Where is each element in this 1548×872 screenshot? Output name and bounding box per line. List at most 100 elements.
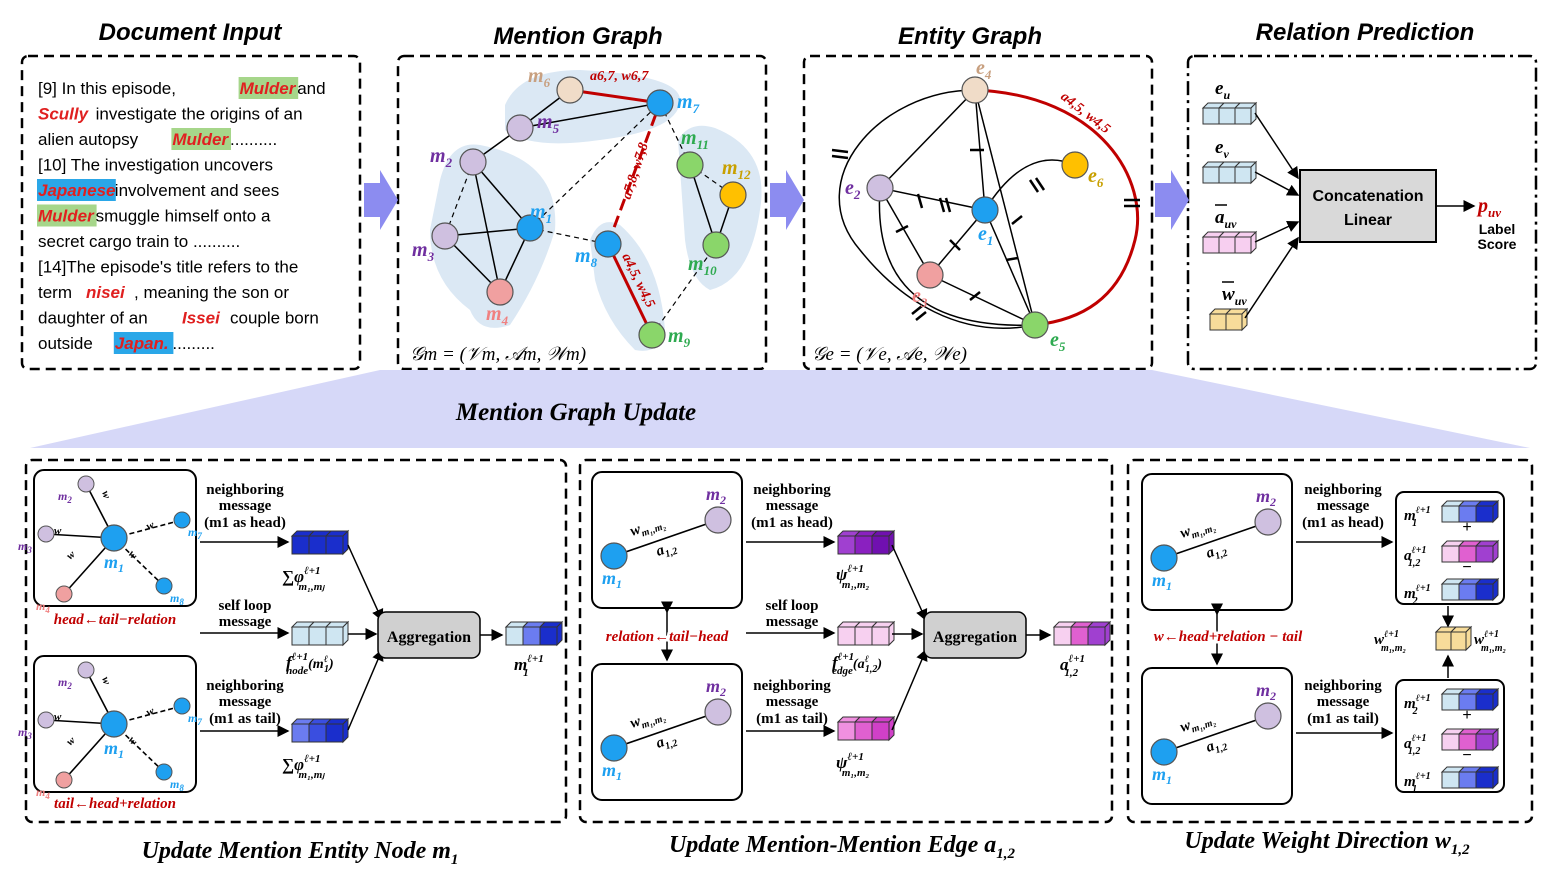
input-label: auv — [1215, 207, 1237, 231]
msg-label: self loop — [219, 598, 272, 614]
node-m8 — [594, 230, 622, 258]
msg-label: message — [219, 694, 272, 710]
vector-icon — [836, 715, 896, 742]
arrow-mention-to-entity — [770, 170, 804, 230]
neighbor-label: m2 — [58, 489, 72, 505]
doc-text-segment: term — [38, 283, 72, 302]
msg-label: message — [766, 614, 819, 630]
vector-icon — [1440, 765, 1500, 790]
label-m2: m2 — [430, 145, 453, 170]
vector-icon — [836, 529, 896, 556]
edge-weight-label: w — [99, 676, 113, 687]
title-relation-prediction: Relation Prediction — [1256, 19, 1475, 46]
edge-weight-label: w — [54, 525, 62, 537]
edge-weight-label: w — [145, 519, 157, 533]
doc-text-segment: Scully — [38, 105, 90, 124]
neighbor-node — [77, 475, 95, 493]
node-m2 — [1254, 702, 1282, 730]
label-e3: e3 — [912, 285, 928, 310]
label-m2: m2 — [706, 484, 726, 507]
edge-weight-label: w — [99, 490, 113, 501]
node-m2 — [459, 148, 487, 176]
node-m1 — [1150, 544, 1178, 572]
operator-sign: + — [1462, 707, 1471, 724]
entity-graph: e1 e2 e3 e4 e5 e6 a4,5, w4,5 𝒢e = (𝒱e, 𝒜… — [812, 57, 1140, 365]
svg-text:wℓ+1m₁,m₂: wℓ+1m₁,m₂ — [1474, 629, 1506, 654]
svg-text:wℓ+1m₁,m₂: wℓ+1m₁,m₂ — [1374, 629, 1406, 654]
panel-weight-update — [1126, 458, 1534, 824]
neighbor-node — [37, 711, 55, 729]
msg-label: message — [766, 498, 819, 514]
neighbor-node — [77, 661, 95, 679]
update-banner — [30, 370, 1530, 448]
msg-label: (m1 as tail) — [1307, 711, 1379, 727]
msg-label: (m1 as head) — [751, 515, 833, 531]
input-label: wuv — [1222, 284, 1247, 308]
rule-relation: relation←tail−head — [606, 629, 729, 645]
node-m2 — [1254, 508, 1282, 536]
vector-icon — [1440, 539, 1500, 564]
node-e2 — [866, 174, 894, 202]
node-m1 — [516, 214, 544, 242]
label-m2: m2 — [706, 676, 726, 699]
msg-label: message — [1317, 498, 1370, 514]
label-m10: m10 — [688, 253, 717, 278]
doc-text-segment: .......... — [230, 130, 277, 149]
label-m4: m4 — [486, 303, 509, 328]
node-e1 — [971, 196, 999, 224]
input-vector — [1201, 101, 1258, 126]
aggregation-label: Aggregation — [387, 629, 471, 646]
neighbor-label: m4 — [36, 599, 50, 615]
label-m1: m1 — [1152, 764, 1172, 787]
document-box — [20, 54, 362, 371]
arrow-doc-to-mention — [364, 170, 398, 230]
msg-label: message — [766, 694, 819, 710]
node-e6 — [1061, 151, 1089, 179]
label-m3: m3 — [412, 239, 435, 264]
cluster-blob — [430, 144, 556, 328]
input-vector — [1208, 307, 1249, 332]
mention-highlight — [37, 204, 97, 227]
label-e2: e2 — [845, 177, 861, 202]
neighbor-node — [155, 577, 173, 595]
msg-label: neighboring — [753, 482, 831, 498]
label-m1: m1 — [602, 568, 622, 591]
panel-node-update — [24, 458, 568, 824]
node-m3 — [431, 222, 459, 250]
doc-text-segment: outside — [38, 334, 93, 353]
update-title: Mention Graph Update — [455, 399, 696, 426]
mention-graph: m1 m2 m3 m4 m5 m6 m7 m8 m9 m10 m11 m12 a… — [410, 65, 762, 365]
node-m2 — [704, 698, 732, 726]
doc-text-segment: involvement and sees — [115, 181, 279, 200]
msg-label: neighboring — [206, 678, 284, 694]
title-document-input: Document Input — [99, 19, 283, 46]
node-m1 — [600, 542, 628, 570]
mention-highlight — [37, 179, 116, 201]
msg-label: (m1 as head) — [204, 515, 286, 531]
arrow-entity-to-relation — [1155, 170, 1189, 230]
label-m12: m12 — [722, 157, 751, 182]
label-m1: m1 — [602, 760, 622, 783]
doc-text-segment: [14]The episode's title refers to the — [38, 258, 298, 277]
node-m2 — [704, 506, 732, 534]
doc-text-segment: ......... — [172, 334, 215, 353]
vector-icon — [1052, 620, 1112, 647]
msg-label: neighboring — [206, 482, 284, 498]
edge-label-a78: a7,8, w7,8 — [620, 141, 652, 201]
input-label: ev — [1215, 137, 1229, 161]
node-m6 — [556, 76, 584, 104]
neighbor-label: m3 — [18, 539, 32, 555]
vector-icon — [504, 620, 564, 647]
msg-label: neighboring — [1304, 482, 1382, 498]
label-e1: e1 — [978, 223, 993, 248]
mention-graph-formula: 𝒢m = (𝒱m, 𝒜m, 𝒲m) — [410, 344, 586, 365]
